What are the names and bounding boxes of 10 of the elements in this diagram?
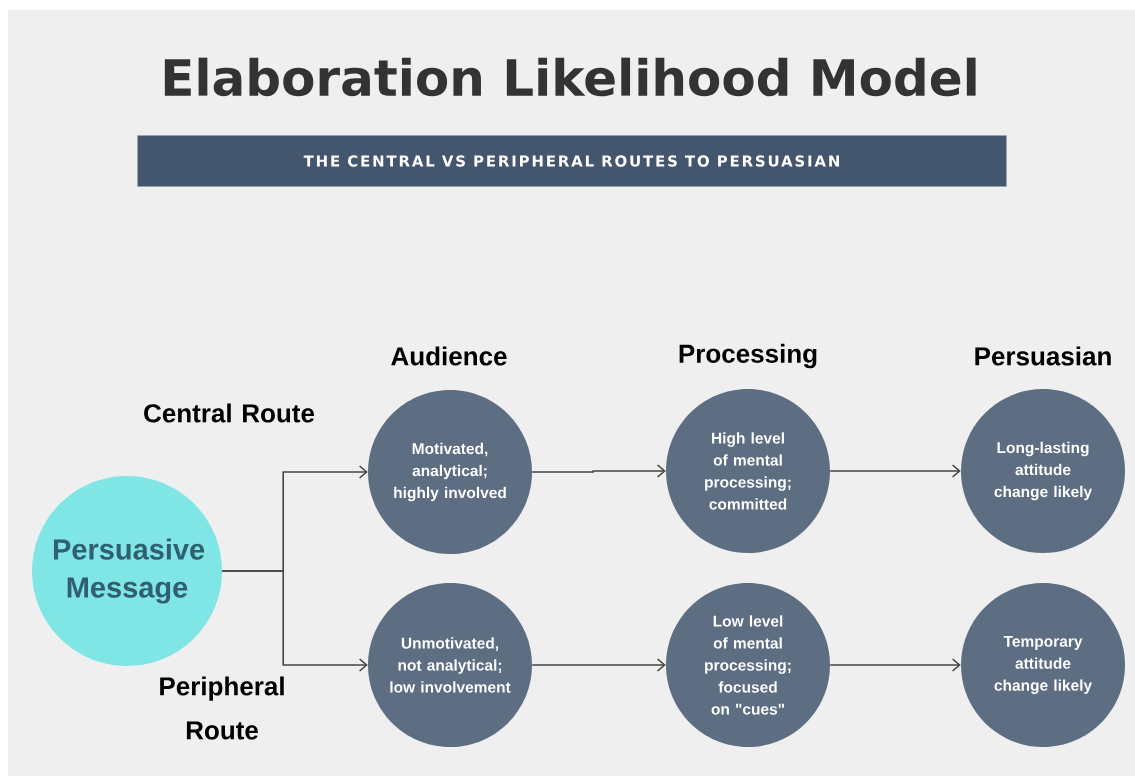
arrow [531,658,666,672]
route-label: Peripheral Route [160,676,284,740]
title: Elaboration Likelihood Model [164,57,976,97]
column-heading: Audience [391,346,507,366]
arrow [221,570,368,672]
route-label: Central Route [144,403,315,423]
arrow [829,658,961,672]
subtitle-banner: THE CENTRAL VS PERIPHERAL ROUTES TO PERSUASIAN [137,135,1007,187]
arrow [531,464,666,478]
arrow [829,464,961,478]
